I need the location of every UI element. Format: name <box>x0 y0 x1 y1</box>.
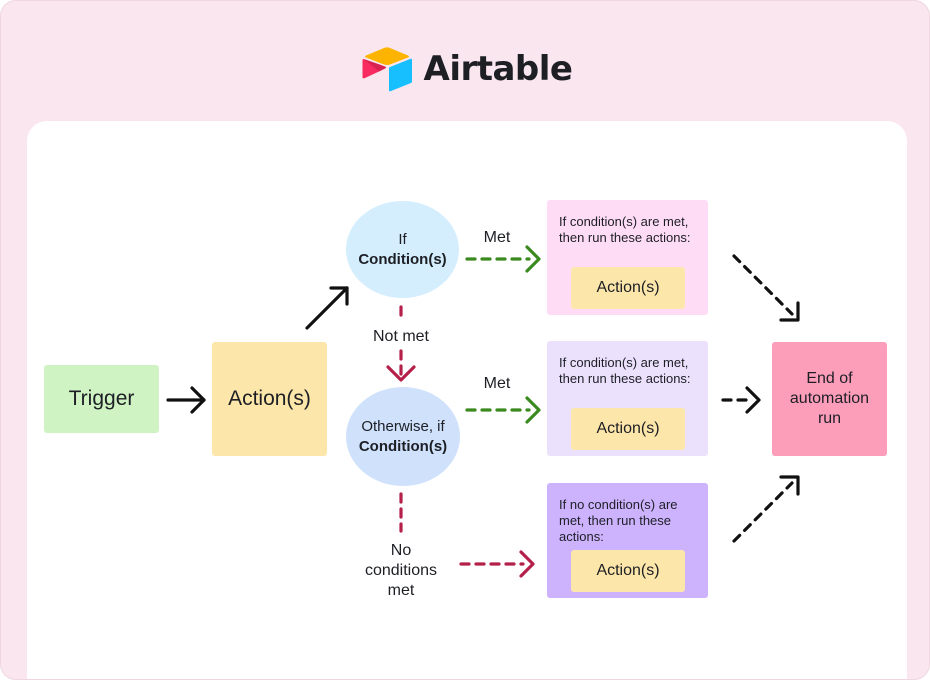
if-condition-node: If Condition(s) <box>346 201 459 298</box>
no-conditions-line1: No <box>390 542 412 559</box>
branch-1-text: If condition(s) are met, then run these … <box>559 214 691 245</box>
first-action-node: Action(s) <box>212 342 327 456</box>
arrow-branch3-to-end <box>732 475 800 543</box>
header: Airtable <box>1 39 929 99</box>
if-condition-line2: Condition(s) <box>358 250 447 268</box>
arrow-branch2-to-end <box>721 386 761 414</box>
arrow-branch1-to-end <box>732 254 800 322</box>
branch-1-action: Action(s) <box>571 267 685 309</box>
otherwise-condition-node: Otherwise, if Condition(s) <box>346 387 460 486</box>
end-node: End of automation run <box>772 342 887 456</box>
arrow-if-met <box>465 245 541 273</box>
arrow-action-to-if <box>305 286 349 330</box>
brand-name: Airtable <box>423 49 573 89</box>
no-conditions-line2: conditions <box>364 562 438 579</box>
arrow-otherwise-met <box>465 396 541 424</box>
edge-label-not-met: Not met <box>372 328 429 345</box>
trigger-node: Trigger <box>44 365 159 433</box>
airtable-logo-icon <box>362 47 412 92</box>
no-conditions-line3: met <box>387 582 415 599</box>
branch-2-text: If condition(s) are met, then run these … <box>559 355 691 386</box>
otherwise-condition-line2: Condition(s) <box>358 437 448 455</box>
branch-2-action: Action(s) <box>571 408 685 450</box>
branch-box-1: If condition(s) are met, then run these … <box>547 200 708 315</box>
otherwise-condition-line1: Otherwise, if <box>361 417 445 435</box>
if-condition-line1: If <box>398 230 407 248</box>
branch-3-text: If no condition(s) are met, then run the… <box>559 497 678 544</box>
branch-box-3: If no condition(s) are met, then run the… <box>547 483 708 598</box>
branch-3-action: Action(s) <box>571 550 685 592</box>
arrow-trigger-to-action <box>166 386 206 414</box>
edge-label-no-conditions: No conditions met <box>353 541 449 601</box>
arrow-if-not-met <box>386 305 416 382</box>
edge-label-met-2: Met <box>483 375 511 392</box>
edge-label-met-1: Met <box>483 229 511 246</box>
branch-box-2: If condition(s) are met, then run these … <box>547 341 708 456</box>
arrow-no-conditions <box>459 550 535 578</box>
